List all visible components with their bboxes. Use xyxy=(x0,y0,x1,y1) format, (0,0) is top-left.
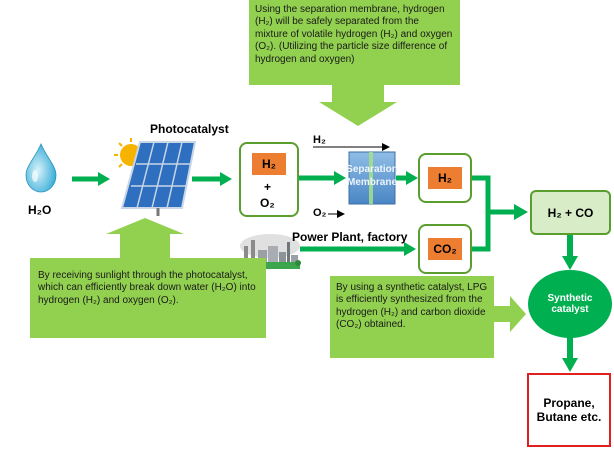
arrow-water-to-photocatalyst xyxy=(72,172,110,186)
catalyst-label-line1: Synthetic xyxy=(547,293,593,304)
product-box: Propane, Butane etc. xyxy=(527,373,611,447)
catalyst-label-line2: catalyst xyxy=(551,304,589,315)
water-drop-icon xyxy=(25,142,57,193)
product-label-line2: Butane etc. xyxy=(536,410,602,424)
syngas-label: H₂ + CO xyxy=(547,205,594,220)
mixture-plus: + xyxy=(264,180,272,194)
membrane-label-line2: Membrane xyxy=(346,177,397,188)
arrow-merge-to-syngas xyxy=(470,175,528,252)
co2-chip: CO₂ xyxy=(428,238,462,260)
syngas-box: H₂ + CO xyxy=(530,190,611,235)
h2-output-chip: H₂ xyxy=(428,167,462,189)
h2-output-box: H₂ xyxy=(418,153,472,203)
synthesis-callout: By using a synthetic catalyst, LPG is ef… xyxy=(330,276,494,358)
photocatalyst-callout-pointer xyxy=(106,218,184,258)
mixture-o2: O₂ xyxy=(260,196,275,210)
membrane-callout: Using the separation membrane, hydrogen … xyxy=(249,0,460,85)
arrow-mixture-to-membrane xyxy=(299,171,346,185)
co2-box: CO₂ xyxy=(418,224,472,274)
arrow-syngas-to-catalyst xyxy=(562,234,578,270)
synthesis-callout-text: By using a synthetic catalyst, LPG is ef… xyxy=(336,282,488,331)
mixture-h2-chip: H₂ xyxy=(252,153,286,175)
arrow-powerplant-to-co2 xyxy=(300,242,416,256)
arrow-catalyst-to-product xyxy=(562,336,578,372)
photocatalyst-callout-text: By receiving sunlight through the photoc… xyxy=(38,270,256,306)
arrow-membrane-to-h2 xyxy=(396,171,418,185)
membrane-callout-text: Using the separation membrane, hydrogen … xyxy=(255,4,453,65)
membrane-callout-pointer xyxy=(319,84,397,126)
synthetic-catalyst-circle: Synthetic catalyst xyxy=(528,270,612,338)
photocatalyst-callout: By receiving sunlight through the photoc… xyxy=(30,258,266,338)
water-label: H₂O xyxy=(28,203,52,217)
photocatalyst-label: Photocatalyst xyxy=(150,122,229,136)
membrane-h2-label: H₂ xyxy=(313,134,326,146)
solar-panel-icon xyxy=(114,138,197,216)
synthesis-callout-pointer xyxy=(494,296,526,332)
power-plant-icon xyxy=(240,234,301,269)
membrane-label-line1: Separation xyxy=(346,164,398,175)
power-plant-label: Power Plant, factory xyxy=(292,230,408,244)
product-label-line1: Propane, xyxy=(543,396,595,410)
h2-o2-mixture-box: H₂ + O₂ xyxy=(239,142,299,217)
membrane-o2-label: O₂ xyxy=(313,207,327,219)
arrow-photocatalyst-to-mixture xyxy=(192,172,232,186)
